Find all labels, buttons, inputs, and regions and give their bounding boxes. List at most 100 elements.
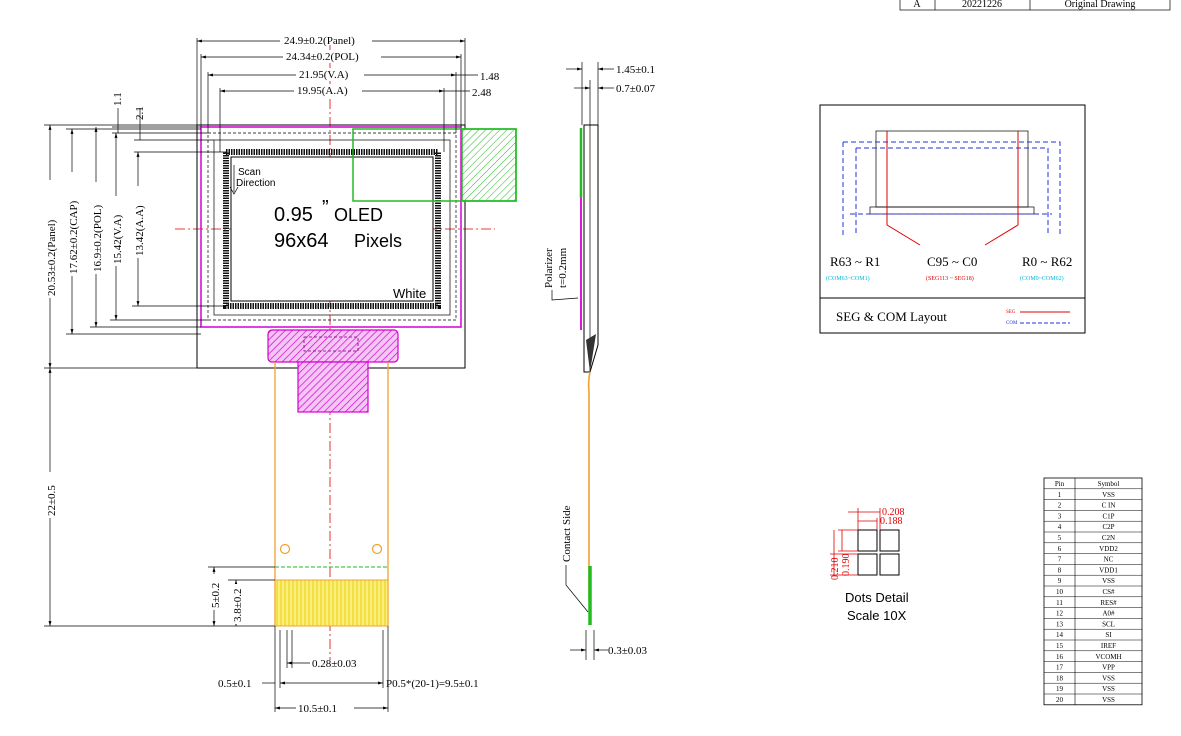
legend-seg-label: SEG	[1006, 310, 1016, 315]
pin-number: 14	[1056, 631, 1064, 639]
va-outline	[207, 132, 457, 321]
pin-symbol: VPP	[1102, 664, 1115, 672]
pin-symbol: SI	[1105, 631, 1112, 639]
layout-frame	[819, 104, 1086, 334]
pin-symbol: C2N	[1102, 534, 1115, 542]
r-right-label: R0 ~ R62	[1022, 254, 1072, 269]
revision-row: A 20221226 Original Drawing	[899, 0, 1171, 11]
scan-label-2: Direction	[236, 178, 275, 189]
dim-05: 0.5±0.1	[218, 678, 252, 690]
dots-scale: Scale 10X	[847, 608, 907, 623]
dim-03: 0.3±0.03	[608, 645, 648, 657]
dim-145: 1.45±0.1	[616, 64, 655, 76]
scan-label-1: Scan	[238, 167, 261, 178]
front-view: Scan Direction 0.95 ” OLED 96x64 Pixels …	[43, 33, 517, 715]
pin-number: 8	[1058, 566, 1062, 574]
r-left-label: R63 ~ R1	[830, 254, 880, 269]
green-ic-outline	[352, 128, 517, 202]
dim-5: 5±0.2	[210, 583, 222, 608]
layout-ic	[869, 206, 1035, 215]
com-right-path	[843, 141, 1061, 235]
title-oled: OLED	[334, 205, 383, 225]
revision-description: Original Drawing	[1065, 0, 1136, 10]
pin-number: 1	[1058, 491, 1062, 499]
dim-pol-width: 24.34±0.2(POL)	[286, 51, 359, 63]
dim-va-height: 15.42(V.A)	[112, 214, 124, 264]
green-ic-area	[461, 128, 517, 202]
bond-marker	[303, 336, 359, 352]
cap-outline	[213, 139, 451, 316]
pin-number: 17	[1056, 664, 1064, 672]
revision-rev: A	[913, 0, 921, 10]
dim-cap-height: 17.62±0.2(CAP)	[68, 200, 80, 274]
pin-symbol: C IN	[1102, 502, 1116, 510]
polarizer-leader	[551, 290, 579, 301]
polarizer-label-2: t=0.2mm	[557, 247, 569, 288]
polarizer-label-1: Polarizer	[543, 248, 555, 288]
pin-number: 4	[1058, 523, 1062, 531]
dot-dim-2: 0.188	[880, 516, 903, 527]
seg-com-layout: R63 ~ R1 (COM63~COM1) C95 ~ C0 (SEG113 ~…	[819, 104, 1086, 334]
pin-number: 10	[1056, 588, 1064, 596]
pin-number: 16	[1056, 653, 1064, 661]
pin-number: 9	[1058, 577, 1062, 585]
dim-38: 3.8±0.2	[232, 588, 244, 622]
pin-number: 13	[1056, 620, 1064, 628]
fpc-hole-left	[279, 543, 291, 555]
pin-symbol: VSS	[1102, 577, 1115, 585]
side-glass	[583, 124, 599, 373]
pin-symbol: RES#	[1100, 599, 1117, 607]
pin-number: 11	[1056, 599, 1063, 607]
dim-va-width: 21.95(V.A)	[299, 69, 349, 81]
fpc-contact-pads	[274, 579, 389, 627]
fpc-hole-right	[371, 543, 383, 555]
title-quote: ”	[322, 197, 329, 219]
dot-dim-3: 0.190	[841, 554, 852, 577]
active-area	[230, 156, 434, 302]
pin-symbol: VCOMH	[1095, 653, 1121, 661]
c-mid-label: C95 ~ C0	[927, 254, 977, 269]
side-seal	[586, 334, 596, 372]
polarizer-outline	[200, 126, 462, 328]
top-small-dims	[112, 108, 226, 153]
color-label: White	[393, 286, 426, 301]
pin-symbol: C1P	[1102, 512, 1114, 520]
layout-title: SEG & COM Layout	[836, 309, 947, 324]
pin-number: 5	[1058, 534, 1062, 542]
pin-table-frame	[1043, 477, 1143, 706]
pin-number: 7	[1058, 556, 1062, 564]
contact-side-label: Contact Side	[561, 505, 573, 562]
dim-fpc-length: 22±0.5	[46, 485, 58, 516]
pin-number: 6	[1058, 545, 1062, 553]
dim-028: 0.28±0.03	[312, 658, 357, 670]
pin-number: 19	[1056, 685, 1064, 693]
fpc-bond-area	[267, 329, 399, 363]
dots-detail: 0.208 0.188 0.190 0.210 Dots Detail Scal…	[830, 507, 909, 623]
legend-com-label: COM	[1006, 321, 1018, 326]
dim-105: 10.5±0.1	[298, 703, 337, 715]
bottom-dimensions	[262, 626, 389, 714]
c-mid-sub: (SEG113 ~ SEG18)	[926, 275, 974, 282]
contact-leader	[565, 565, 589, 613]
active-area-border	[223, 149, 441, 309]
left-dimensions	[43, 124, 275, 627]
dim-aa-height: 13.42(A.A)	[134, 205, 146, 256]
pin-number: 2	[1058, 502, 1062, 510]
revision-date: 20221226	[962, 0, 1002, 10]
seg-path	[886, 131, 1019, 246]
pin-symbol: NC	[1104, 556, 1114, 564]
pin-number: 15	[1056, 642, 1064, 650]
title-res: 96x64	[274, 230, 329, 252]
pin-symbol: VDD1	[1099, 566, 1118, 574]
pin-symbol: CS#	[1102, 588, 1115, 596]
dim-pitch: P0.5*(20-1)=9.5±0.1	[386, 678, 479, 690]
dim-panel-width: 24.9±0.2(Panel)	[284, 35, 355, 47]
r-right-sub: (COM0~COM62)	[1020, 275, 1064, 282]
dot-dim-1: 0.208	[882, 507, 905, 518]
dim-right-248: 2.48	[472, 87, 492, 99]
dim-aa-width: 19.95(A.A)	[297, 85, 348, 97]
pin-symbol: VSS	[1102, 696, 1115, 704]
dots-title: Dots Detail	[845, 590, 909, 605]
pin-header-symbol: Symbol	[1098, 480, 1120, 488]
